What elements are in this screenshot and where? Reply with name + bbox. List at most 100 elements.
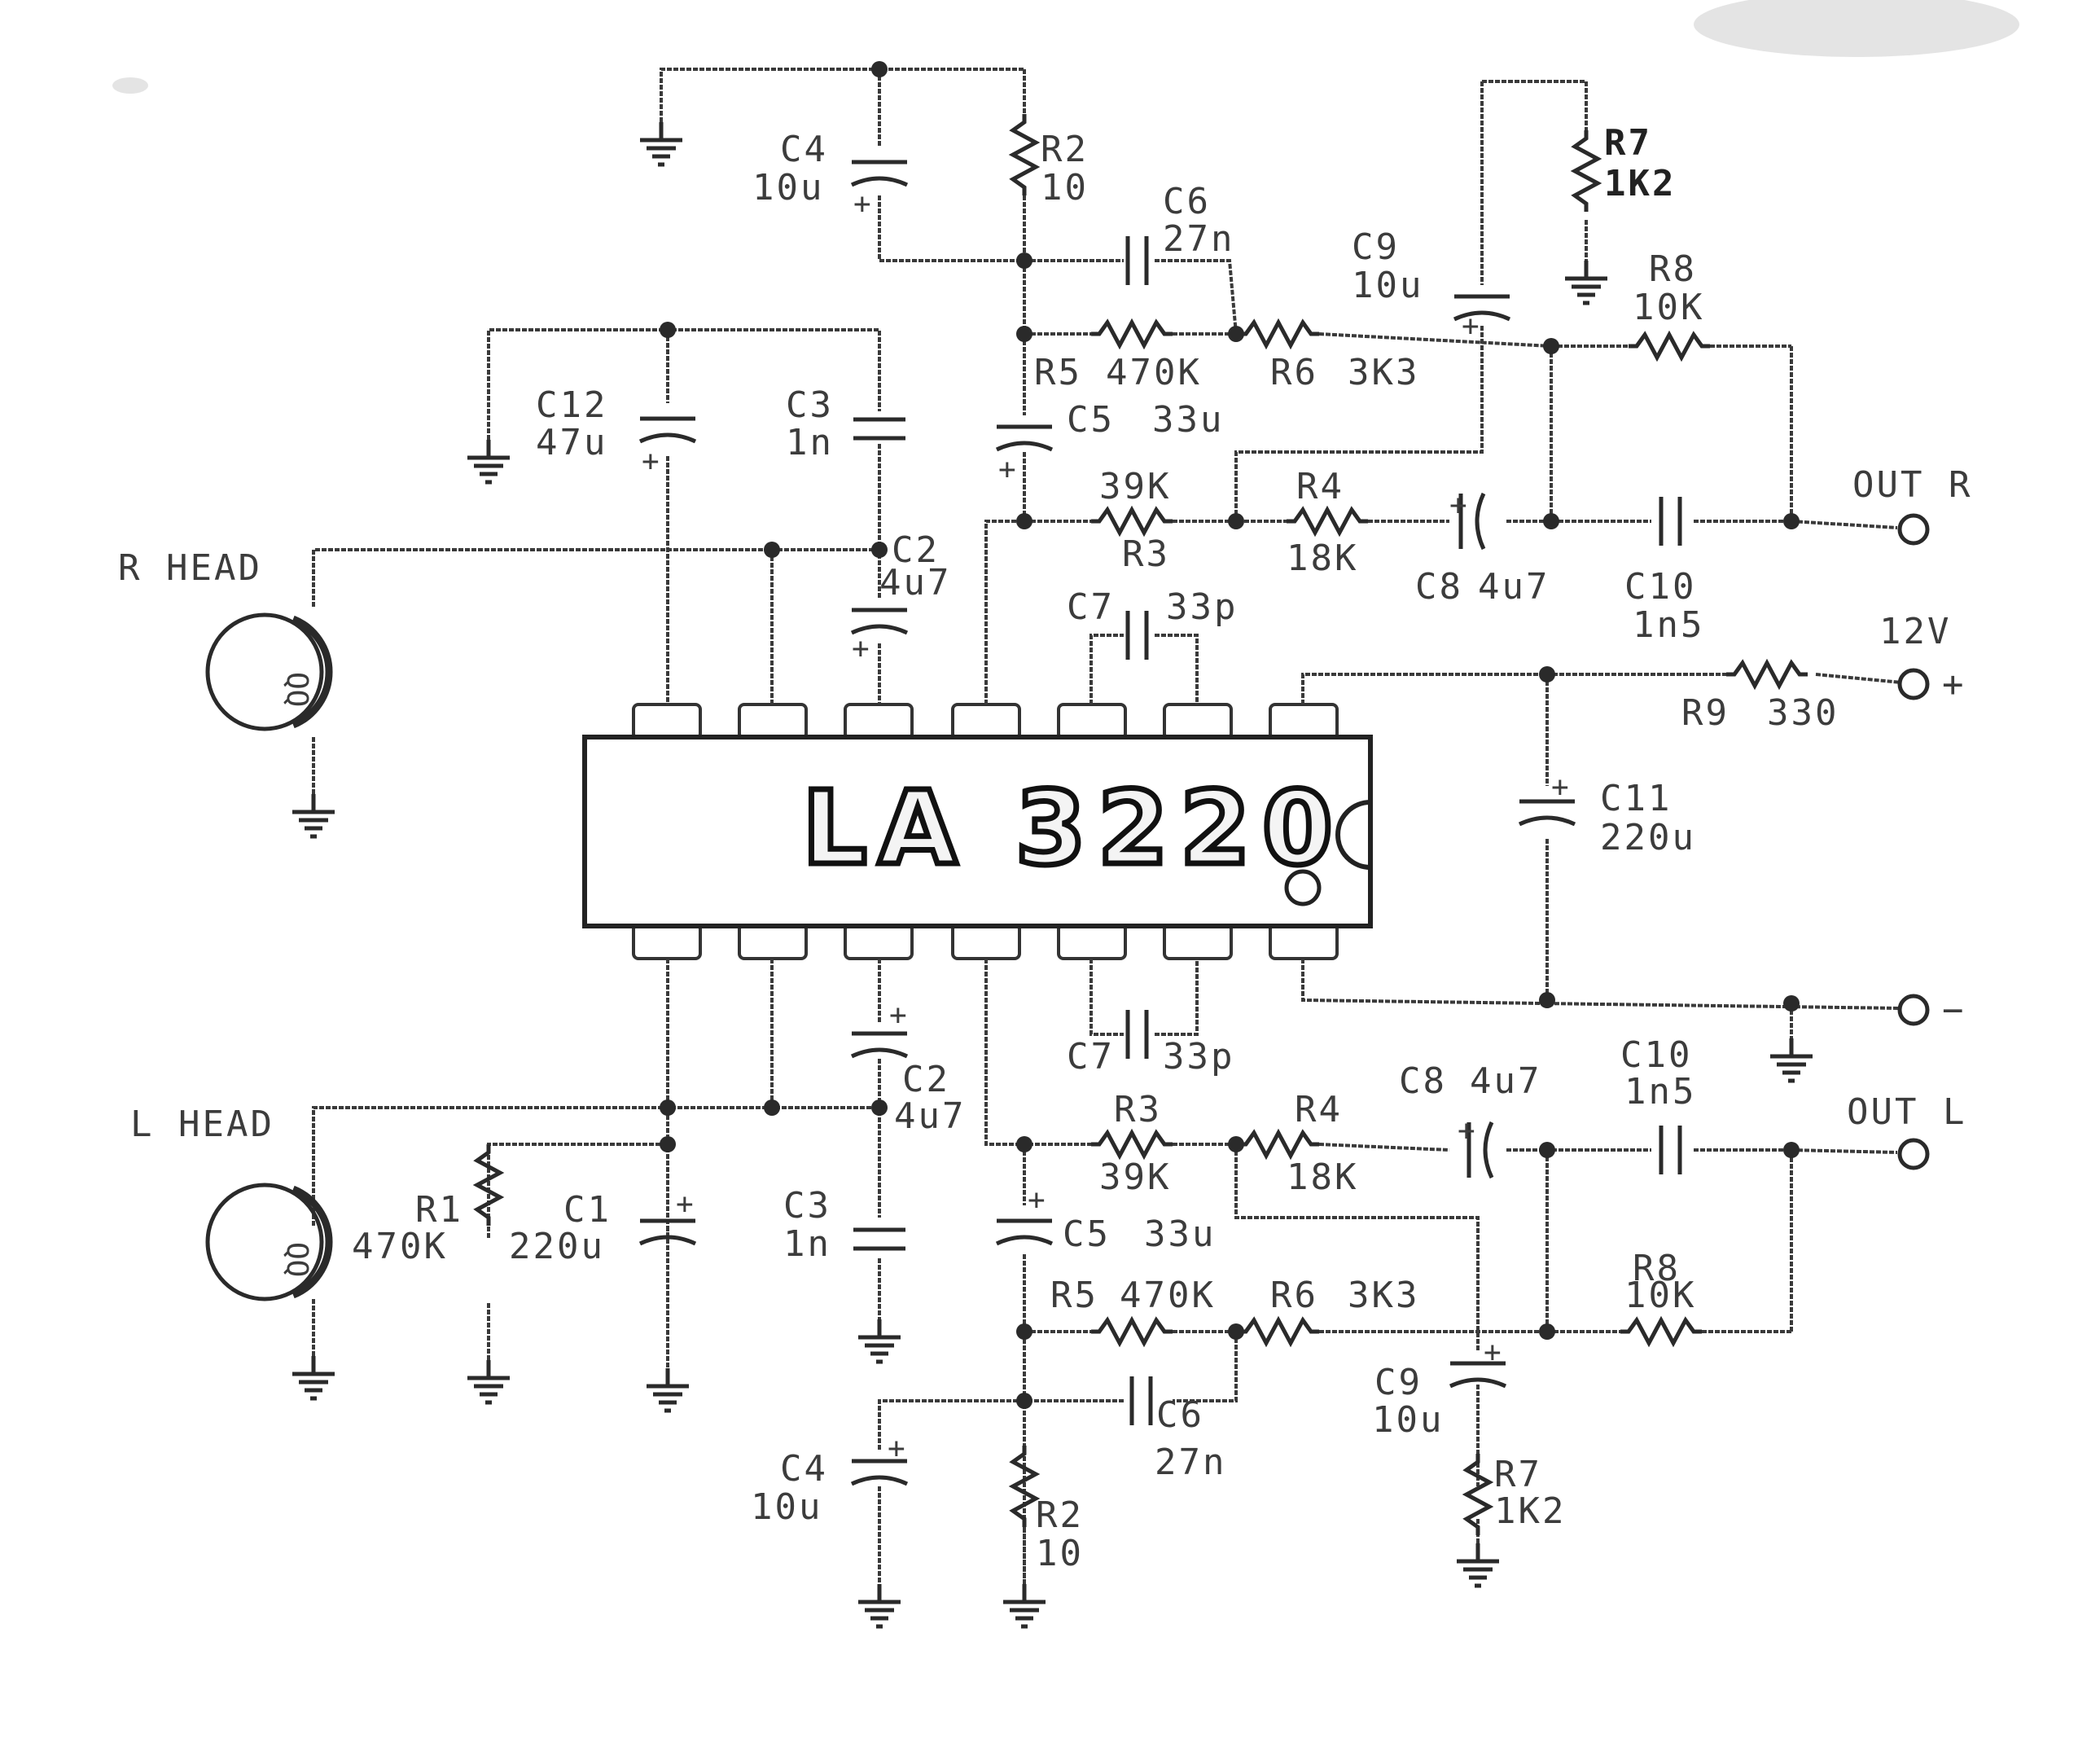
label-c1-ref: C1 — [563, 1189, 612, 1231]
ic-pin — [1269, 703, 1339, 740]
label-c9-top-ref: C9 — [1352, 226, 1400, 268]
capacitor-c2-top — [852, 610, 907, 633]
label-c6-bottom-ref: C6 — [1156, 1394, 1204, 1436]
label-c3-bottom-ref: C3 — [783, 1185, 831, 1227]
svg-text:+: + — [1028, 1183, 1046, 1217]
ic-pin — [1163, 703, 1233, 740]
capacitor-c5-bottom — [997, 1221, 1052, 1244]
label-c1-value: 220u — [509, 1226, 605, 1267]
supply-minus-jack — [1900, 996, 1927, 1024]
label-c5-top-value: 33u — [1152, 399, 1224, 441]
label-supply-minus-symbol: − — [1942, 990, 1966, 1031]
label-r3-top-value: 39K — [1099, 466, 1171, 507]
svg-text:+: + — [852, 632, 870, 665]
ic-pin — [738, 923, 808, 960]
label-r8-bottom-value: 10K — [1624, 1275, 1696, 1316]
label-c3-top-ref: C3 — [786, 384, 834, 426]
capacitor-c6-top — [1128, 236, 1146, 285]
label-c2-bottom-value: 4u7 — [894, 1095, 966, 1137]
label-c4-bottom-value: 10u — [751, 1486, 822, 1528]
label-r1-ref: R1 — [415, 1189, 463, 1231]
svg-text:QQ: QQ — [280, 1242, 313, 1277]
ground-symbol — [292, 794, 335, 836]
capacitor-c7-bottom — [1128, 1010, 1146, 1059]
ic-pin — [951, 923, 1021, 960]
ground-symbol — [858, 1584, 901, 1626]
label-supply-plus-symbol: + — [1942, 664, 1966, 705]
label-c8-top-value: 4u7 — [1478, 566, 1550, 608]
paper-stain — [112, 77, 148, 94]
ground-symbol — [640, 122, 682, 165]
label-c7-bottom-value: 33p — [1163, 1036, 1234, 1077]
svg-text:+: + — [1458, 1114, 1475, 1148]
label-c3-top-value: 1n — [786, 422, 834, 463]
supply-plus-jack — [1900, 670, 1927, 698]
label-c4-bottom-ref: C4 — [780, 1448, 828, 1490]
out-r-jack — [1900, 516, 1927, 543]
label-r5-top-value: 470K — [1106, 352, 1202, 393]
label-c6-bottom-value: 27n — [1155, 1442, 1226, 1483]
svg-text:+: + — [1551, 770, 1569, 804]
svg-text:+: + — [642, 445, 660, 478]
label-c10-top-ref: C10 — [1624, 566, 1696, 608]
ic-pin — [844, 703, 914, 740]
resistor-r3-bottom — [1091, 1133, 1173, 1156]
resistor-r6-bottom — [1238, 1320, 1319, 1343]
label-r2-top-value: 10 — [1041, 167, 1089, 208]
label-r5-bottom-value: 470K — [1120, 1275, 1216, 1316]
resistor-r2-top — [1013, 114, 1036, 195]
label-r7-top-ref: R7 — [1604, 122, 1652, 164]
junction-dots — [660, 61, 1800, 1409]
polarity-marks: + + + + + + + + + + + + + — [642, 187, 1569, 1465]
label-r3-bottom-ref: R3 — [1114, 1089, 1162, 1130]
ground-symbol — [1003, 1584, 1046, 1626]
svg-text:+: + — [888, 1432, 905, 1465]
label-r7-bottom-ref: R7 — [1494, 1454, 1542, 1495]
label-r2-top-ref: R2 — [1041, 129, 1089, 170]
label-c11-ref: C11 — [1600, 778, 1672, 819]
capacitor-c2-bottom — [852, 1034, 907, 1056]
ic-pin — [632, 703, 702, 740]
label-c3-bottom-value: 1n — [783, 1223, 831, 1265]
label-c5-bottom-ref: C5 — [1063, 1214, 1111, 1255]
svg-text:+: + — [853, 187, 871, 221]
ic-label: LA 3220 — [802, 770, 1344, 888]
label-c12-ref: C12 — [536, 384, 607, 426]
capacitor-c12 — [640, 419, 695, 441]
resistor-r7-top — [1575, 130, 1598, 212]
label-c12-value: 47u — [536, 422, 607, 463]
label-c9-bottom-value: 10u — [1372, 1399, 1444, 1441]
label-r2-bottom-value: 10 — [1036, 1533, 1084, 1574]
ground-symbol — [1457, 1543, 1499, 1586]
l-head: QQ — [205, 1183, 333, 1301]
svg-text:+: + — [998, 453, 1016, 486]
label-c7-top-ref: C7 — [1067, 586, 1115, 628]
label-r8-bottom-ref: R8 — [1633, 1248, 1681, 1289]
paper-stain — [1694, 0, 2019, 57]
ic-notch — [1335, 800, 1371, 870]
resistor-r4-bottom — [1238, 1133, 1319, 1156]
ic-pin — [1163, 923, 1233, 960]
resistor-r5-bottom — [1091, 1320, 1173, 1343]
r-head: QQ — [205, 612, 333, 731]
ic-pin — [844, 923, 914, 960]
label-r7-bottom-value: 1K2 — [1494, 1490, 1566, 1532]
label-c8-top-ref: C8 — [1415, 566, 1463, 608]
label-r8-top-ref: R8 — [1649, 248, 1697, 290]
ground-symbol — [467, 440, 510, 482]
label-r5-bottom-ref: R5 — [1050, 1275, 1098, 1316]
label-r6-top-ref: R6 — [1270, 352, 1318, 393]
label-r9-ref: R9 — [1681, 692, 1730, 734]
svg-text:+: + — [1449, 489, 1467, 522]
label-r3-bottom-value: 39K — [1099, 1156, 1171, 1198]
resistor-r3-top — [1091, 510, 1173, 533]
resistor-r6-top — [1238, 323, 1319, 345]
resistor-r9 — [1726, 663, 1808, 686]
label-r6-bottom-value: 3K3 — [1348, 1275, 1419, 1316]
ic-pin — [632, 923, 702, 960]
label-c2-bottom-ref: C2 — [902, 1059, 950, 1100]
label-c10-bottom-value: 1n5 — [1624, 1071, 1696, 1113]
label-r1-value: 470K — [352, 1226, 448, 1267]
label-c7-top-value: 33p — [1166, 586, 1238, 628]
